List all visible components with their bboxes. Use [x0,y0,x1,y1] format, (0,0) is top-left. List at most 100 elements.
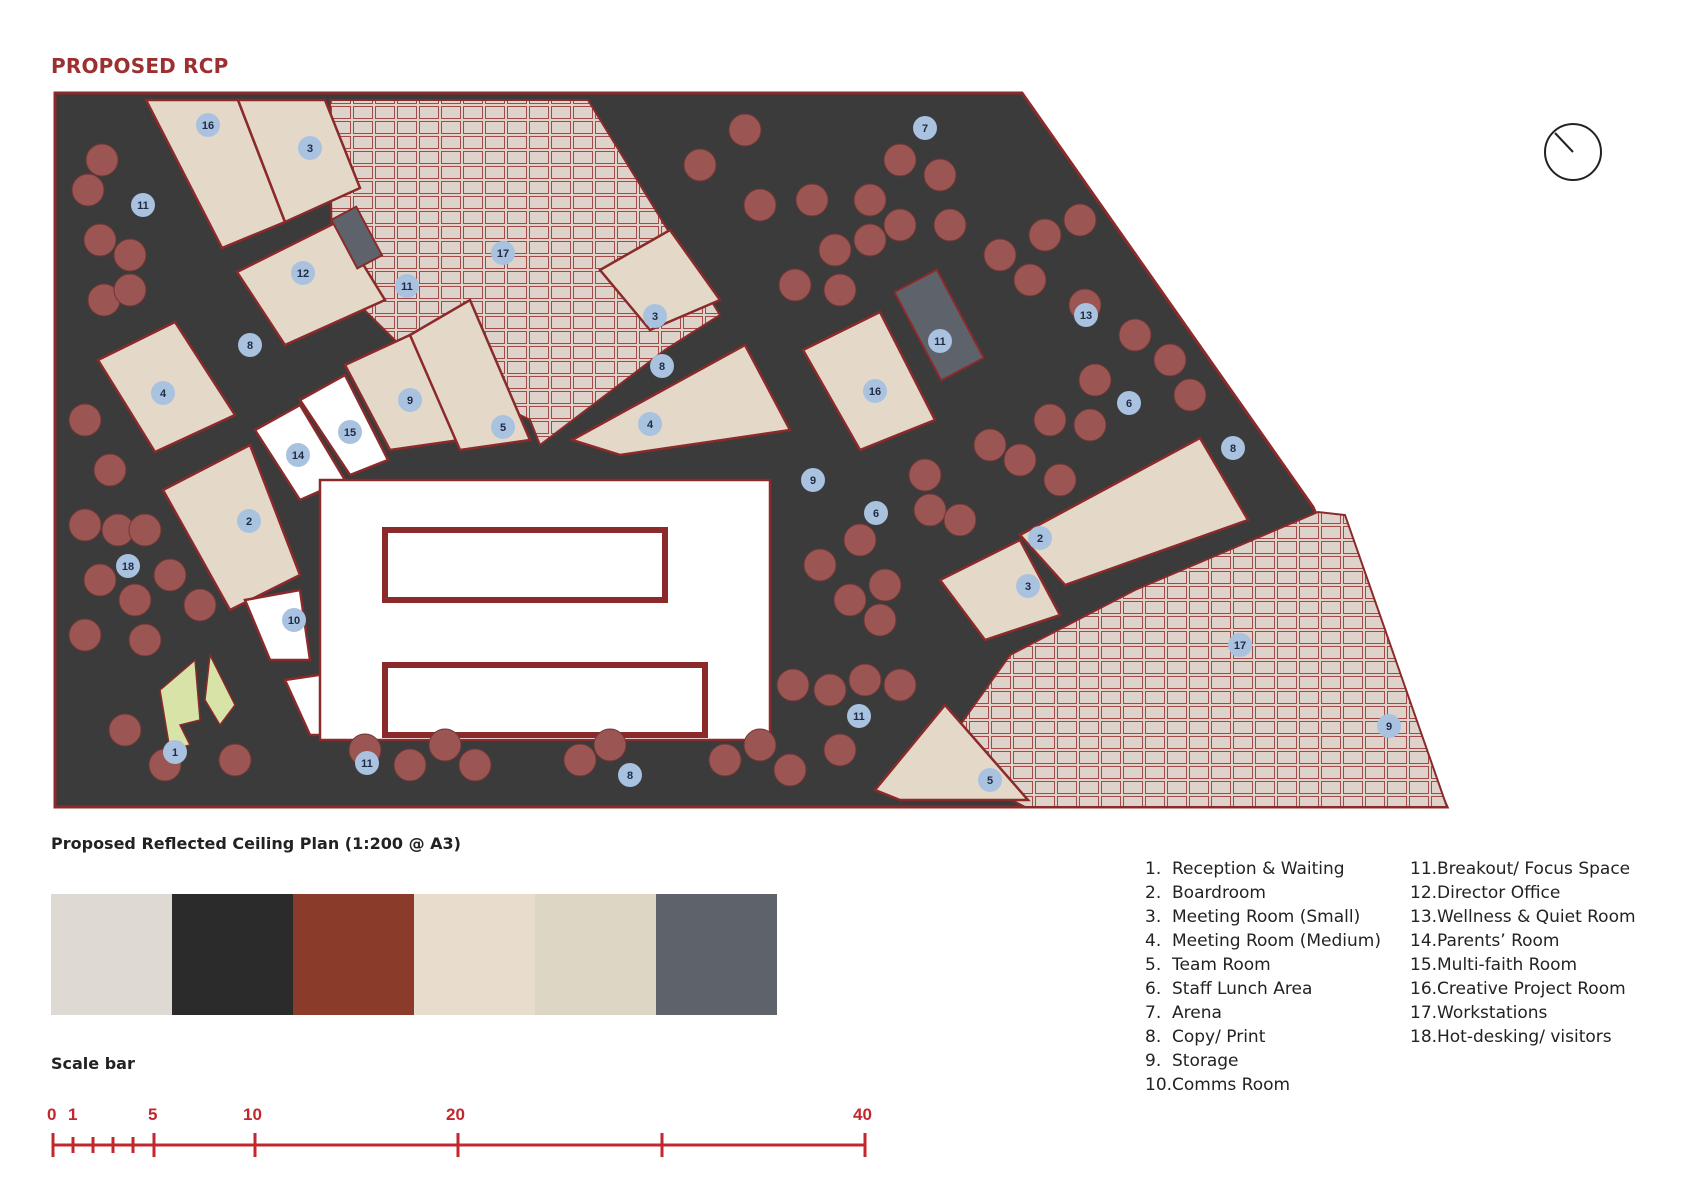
room-marker [638,412,662,436]
legend-label: Breakout/ Focus Space [1437,859,1631,879]
central-core [318,478,772,742]
legend-label: Copy/ Print [1172,1027,1266,1047]
room-marker-label: 8 [659,361,665,373]
room-marker [355,751,379,775]
room-marker [801,468,825,492]
room-marker-label: 10 [288,615,300,627]
room-marker [864,501,888,525]
room-marker [863,379,887,403]
legend-number: 5. [1145,955,1162,975]
room-5-mid [408,298,532,452]
swatch-cream [414,894,535,1015]
scale-label-5: 5 [148,1105,157,1124]
room-marker [1016,574,1040,598]
scale-label-20: 20 [446,1105,465,1124]
legend-number: 16. [1410,979,1438,999]
room-marker-label: 4 [647,419,654,431]
room-marker [978,768,1002,792]
swatch-charcoal [172,894,293,1015]
legend-label: Arena [1172,1003,1222,1023]
legend-item: 18.Hot-desking/ visitors [1410,1025,1636,1049]
room-marker-label: 3 [307,143,313,155]
swatch-timber-pattern [535,894,656,1015]
scale-bar-title: Scale bar [51,1054,135,1073]
room-marker [650,354,674,378]
room-marker-label: 9 [810,475,816,487]
room-marker [282,608,306,632]
legend-item: 1.Reception & Waiting [1145,857,1381,881]
room-marker [491,241,515,265]
scale-label-0: 0 [47,1105,56,1124]
legend-number: 3. [1145,907,1162,927]
legend-label: Meeting Room (Medium) [1172,931,1381,951]
room-marker [1117,391,1141,415]
room-marker [928,329,952,353]
room-marker [1228,633,1252,657]
legend-label: Team Room [1172,955,1271,975]
room-marker-label: 8 [1230,443,1236,455]
room-marker-label: 11 [401,281,413,293]
pod-b [892,268,986,382]
legend-label: Workstations [1437,1003,1548,1023]
room-marker [291,261,315,285]
legend-label: Hot-desking/ visitors [1437,1027,1612,1047]
legend-number: 12. [1410,883,1438,903]
room-marker-label: 16 [202,120,214,132]
legend-item: 2.Boardroom [1145,881,1381,905]
pod-a [330,205,384,270]
scale-bar [51,1133,867,1157]
legend-label: Staff Lunch Area [1172,979,1313,999]
legend-item: 10.Comms Room [1145,1073,1381,1097]
legend-label: Comms Room [1172,1075,1291,1095]
core-lower-block [382,662,708,738]
room-marker [491,415,515,439]
room-marker-label: 16 [869,386,881,398]
page-title: PROPOSED RCP [51,54,229,78]
room-marker-label: 2 [246,516,252,528]
room-marker [1221,436,1245,460]
room-marker [298,136,322,160]
room-4-mid [568,343,792,457]
legend-number: 14. [1410,931,1438,951]
legend-item: 9.Storage [1145,1049,1381,1073]
room-3-east [938,538,1062,642]
room-marker-label: 17 [497,248,509,260]
room-marker [151,381,175,405]
legend-item: 4. Meeting Room (Medium) [1145,929,1381,953]
room-marker-label: 11 [137,200,149,212]
room-marker-label: 11 [853,711,865,723]
legend-number: 11. [1410,859,1438,879]
room-marker [196,113,220,137]
legend-number: 4. [1145,931,1162,951]
room-marker [238,333,262,357]
core-inner-block [382,527,668,603]
room-marker [116,554,140,578]
room-marker [338,420,362,444]
room-marker [618,763,642,787]
room-marker-label: 3 [652,311,658,323]
room-marker [847,704,871,728]
legend-number: 17. [1410,1003,1438,1023]
legend-label: Parents’ Room [1437,931,1560,951]
legend-number: 6. [1145,979,1162,999]
legend-label: Wellness & Quiet Room [1437,907,1636,927]
swatch-terracotta [293,894,414,1015]
legend-number: 15. [1410,955,1438,975]
room-3-mid [598,228,722,332]
room-marker-label: 3 [1025,581,1031,593]
room-marker-label: 14 [292,450,305,462]
room-marker-label: 9 [1386,721,1392,733]
legend-label: Boardroom [1172,883,1266,903]
swatch-terrazzo [51,894,172,1015]
legend-label: Meeting Room (Small) [1172,907,1361,927]
legend-item: 13.Wellness & Quiet Room [1410,905,1636,929]
room-marker-label: 4 [160,388,167,400]
room-2-east [1018,436,1250,587]
legend-label: Creative Project Room [1437,979,1626,999]
room-marker [395,274,419,298]
legend-number: 9. [1145,1051,1162,1071]
legend-item: 3. Meeting Room (Small) [1145,905,1381,929]
room-marker-label: 11 [934,336,946,348]
